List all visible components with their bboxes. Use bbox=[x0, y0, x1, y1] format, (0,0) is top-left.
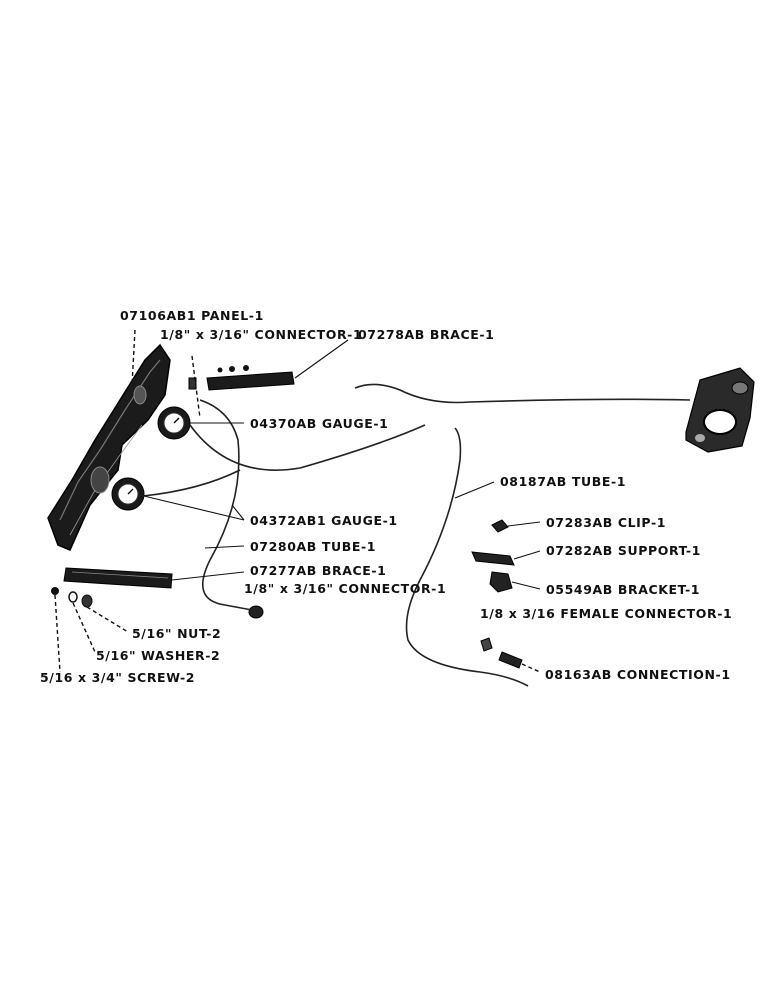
brace-top-icon bbox=[206, 365, 295, 391]
panel-dashed-line bbox=[131, 329, 136, 386]
gauge-line-2 bbox=[142, 469, 241, 497]
hardware-icons bbox=[51, 587, 93, 608]
female-connector-icon bbox=[480, 637, 493, 652]
support-icon bbox=[471, 551, 515, 566]
connector-top-icon bbox=[188, 377, 197, 390]
label-connector-mid: 1/8" x 3/16" CONNECTOR-1 bbox=[244, 581, 446, 596]
label-washer: 5/16" WASHER-2 bbox=[96, 648, 220, 663]
label-nut: 5/16" NUT-2 bbox=[132, 626, 221, 641]
label-female-connector: 1/8 x 3/16 FEMALE CONNECTOR-1 bbox=[480, 606, 732, 621]
label-support: 07282AB SUPPORT-1 bbox=[546, 543, 701, 558]
label-brace-bottom: 07277AB BRACE-1 bbox=[250, 563, 386, 578]
label-gauge-04372: 04372AB1 GAUGE-1 bbox=[250, 513, 398, 528]
label-bracket: 05549AB BRACKET-1 bbox=[546, 582, 700, 597]
bracket-icon bbox=[489, 571, 513, 593]
tube-08187 bbox=[405, 427, 529, 687]
screw-dashed-line bbox=[54, 594, 61, 673]
label-brace-top: 07278AB BRACE-1 bbox=[358, 327, 494, 342]
gauge-line-1 bbox=[189, 424, 426, 471]
connection-dashed-line bbox=[521, 663, 541, 673]
tube-07280 bbox=[199, 399, 253, 611]
label-connection: 08163AB CONNECTION-1 bbox=[545, 667, 731, 682]
gauge-04372-icon bbox=[111, 477, 145, 511]
label-tube-07280: 07280AB TUBE-1 bbox=[250, 539, 376, 554]
main-tube bbox=[354, 383, 691, 404]
connection-icon bbox=[498, 651, 523, 669]
brace-bottom-icon bbox=[63, 567, 173, 589]
label-panel: 07106AB1 PANEL-1 bbox=[120, 308, 264, 323]
instrument-panel bbox=[47, 343, 171, 551]
connector-mid-icon bbox=[248, 605, 264, 619]
nut-dashed-line bbox=[86, 606, 129, 633]
label-gauge-04370: 04370AB GAUGE-1 bbox=[250, 416, 388, 431]
clip-icon bbox=[491, 519, 509, 533]
engine-fitting-icon bbox=[685, 367, 755, 453]
leader-lines bbox=[143, 339, 541, 590]
connector-dashed-line bbox=[191, 355, 201, 419]
label-screw: 5/16 x 3/4" SCREW-2 bbox=[40, 670, 195, 685]
label-tube-08187: 08187AB TUBE-1 bbox=[500, 474, 626, 489]
label-clip: 07283AB CLIP-1 bbox=[546, 515, 666, 530]
washer-dashed-line bbox=[72, 602, 96, 653]
label-connector-top: 1/8" x 3/16" CONNECTOR-1 bbox=[160, 327, 362, 342]
gauge-04370-icon bbox=[157, 406, 191, 440]
